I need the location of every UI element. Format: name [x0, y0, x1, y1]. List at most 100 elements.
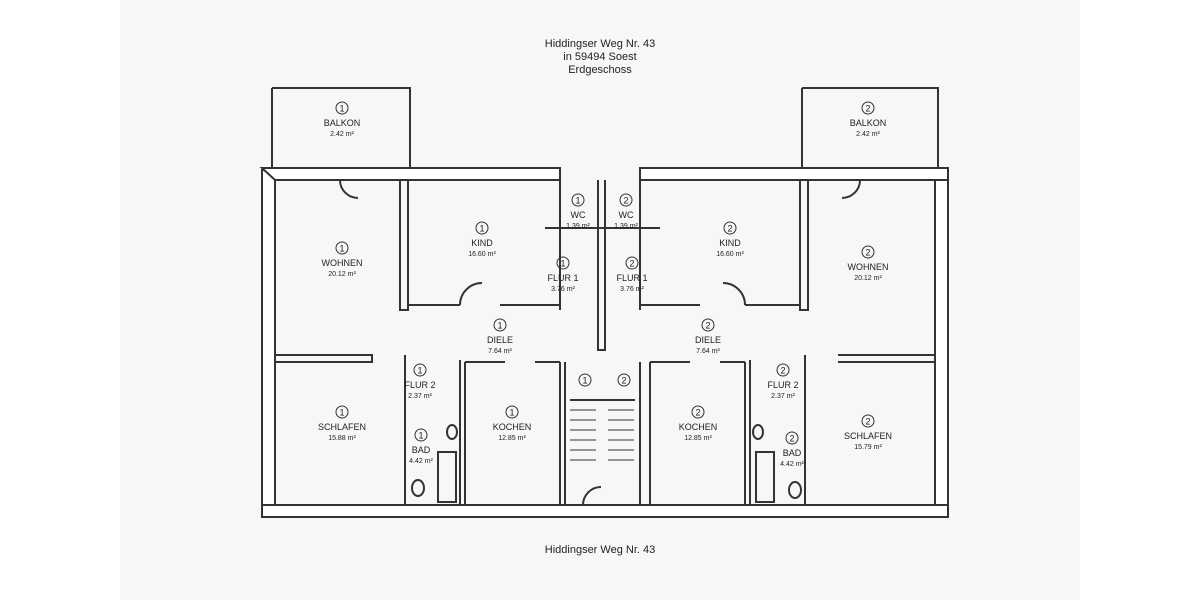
unit-marker	[861, 101, 875, 115]
room-name: WOHNEN	[848, 262, 889, 272]
room-name: FLUR 1	[616, 273, 647, 283]
unit-marker	[413, 363, 427, 377]
left-margin	[0, 0, 120, 600]
room-area: 15.79 m²	[854, 444, 882, 451]
wall-kind2-wohnen2	[799, 180, 809, 311]
unit-marker	[861, 414, 875, 428]
wall-outer-left	[261, 169, 276, 506]
unit-number: 2	[727, 224, 732, 234]
bathtub-2	[755, 451, 775, 503]
room-name: BALKON	[324, 118, 361, 128]
room-area: 20.12 m²	[854, 275, 882, 282]
room-area: 1.39 m²	[566, 223, 590, 230]
unit-number: 2	[629, 259, 634, 269]
header-city: in 59494 Soest	[563, 51, 637, 63]
room-name: KIND	[471, 238, 493, 248]
sink-1	[446, 424, 458, 440]
room-area: 12.85 m²	[684, 435, 712, 442]
stair-marker-number: 2	[621, 376, 626, 386]
toilet-2	[788, 481, 802, 499]
room-area: 12.85 m²	[498, 435, 526, 442]
unit-number: 2	[789, 434, 794, 444]
room-name: FLUR 2	[767, 380, 798, 390]
room-name: FLUR 2	[404, 380, 435, 390]
unit-number: 2	[705, 321, 710, 331]
unit-marker	[619, 193, 633, 207]
unit-marker	[475, 221, 489, 235]
wall-outer-right	[934, 167, 949, 506]
unit-marker	[691, 405, 705, 419]
room-name: KIND	[719, 238, 741, 248]
door-arc-kind-1	[459, 282, 483, 306]
header-street: Hiddingser Weg Nr. 43	[544, 38, 656, 50]
balcony-1-outline	[271, 87, 411, 168]
unit-number: 1	[560, 259, 565, 269]
paper	[120, 0, 1080, 600]
room-area: 7.64 m²	[488, 348, 512, 355]
unit-number: 1	[418, 431, 423, 441]
unit-number: 1	[575, 196, 580, 206]
room-area: 2.42 m²	[856, 131, 880, 138]
room-area: 20.12 m²	[328, 271, 356, 278]
unit-marker	[414, 428, 428, 442]
footer-street: Hiddingser Weg Nr. 43	[544, 544, 656, 556]
unit-marker	[335, 101, 349, 115]
room-area: 7.64 m²	[696, 348, 720, 355]
wall-bottom	[261, 504, 949, 518]
unit-marker	[785, 431, 799, 445]
unit-marker	[335, 241, 349, 255]
balcony-2-outline	[801, 87, 939, 168]
wall-top	[259, 167, 561, 181]
room-name: BAD	[783, 448, 802, 458]
door-arc-entry	[582, 486, 602, 506]
wall-wc-flur	[545, 180, 600, 310]
unit-marker	[776, 363, 790, 377]
wall-wohnen-schlafen	[275, 354, 373, 363]
unit-number: 2	[865, 417, 870, 427]
unit-number: 2	[780, 366, 785, 376]
room-name: BALKON	[850, 118, 887, 128]
unit-number: 1	[497, 321, 502, 331]
header-floor: Erdgeschoss	[568, 64, 632, 76]
stair-marker-number: 1	[582, 376, 587, 386]
right-margin	[1080, 0, 1200, 600]
stair-marker-circle	[617, 373, 631, 387]
room-name: SCHLAFEN	[318, 422, 366, 432]
unit-number: 1	[479, 224, 484, 234]
bathtub-1	[437, 451, 457, 503]
unit-marker	[723, 221, 737, 235]
room-area: 16.60 m²	[468, 251, 496, 258]
unit-number: 1	[509, 408, 514, 418]
unit-number: 1	[339, 408, 344, 418]
unit-number: 1	[339, 104, 344, 114]
door-arc-kind-2	[722, 282, 746, 306]
unit-number: 1	[417, 366, 422, 376]
room-area: 16.60 m²	[716, 251, 744, 258]
room-area: 3.76 m²	[620, 286, 644, 293]
unit-marker	[493, 318, 507, 332]
wall-kochen	[464, 361, 561, 505]
room-name: SCHLAFEN	[844, 431, 892, 441]
unit-marker	[505, 405, 519, 419]
room-area: 15.88 m²	[328, 435, 356, 442]
room-area: 2.42 m²	[330, 131, 354, 138]
sink-2	[752, 424, 764, 440]
room-name: WOHNEN	[322, 258, 363, 268]
stair-core	[564, 362, 641, 505]
unit-marker	[335, 405, 349, 419]
room-name: BAD	[412, 445, 431, 455]
